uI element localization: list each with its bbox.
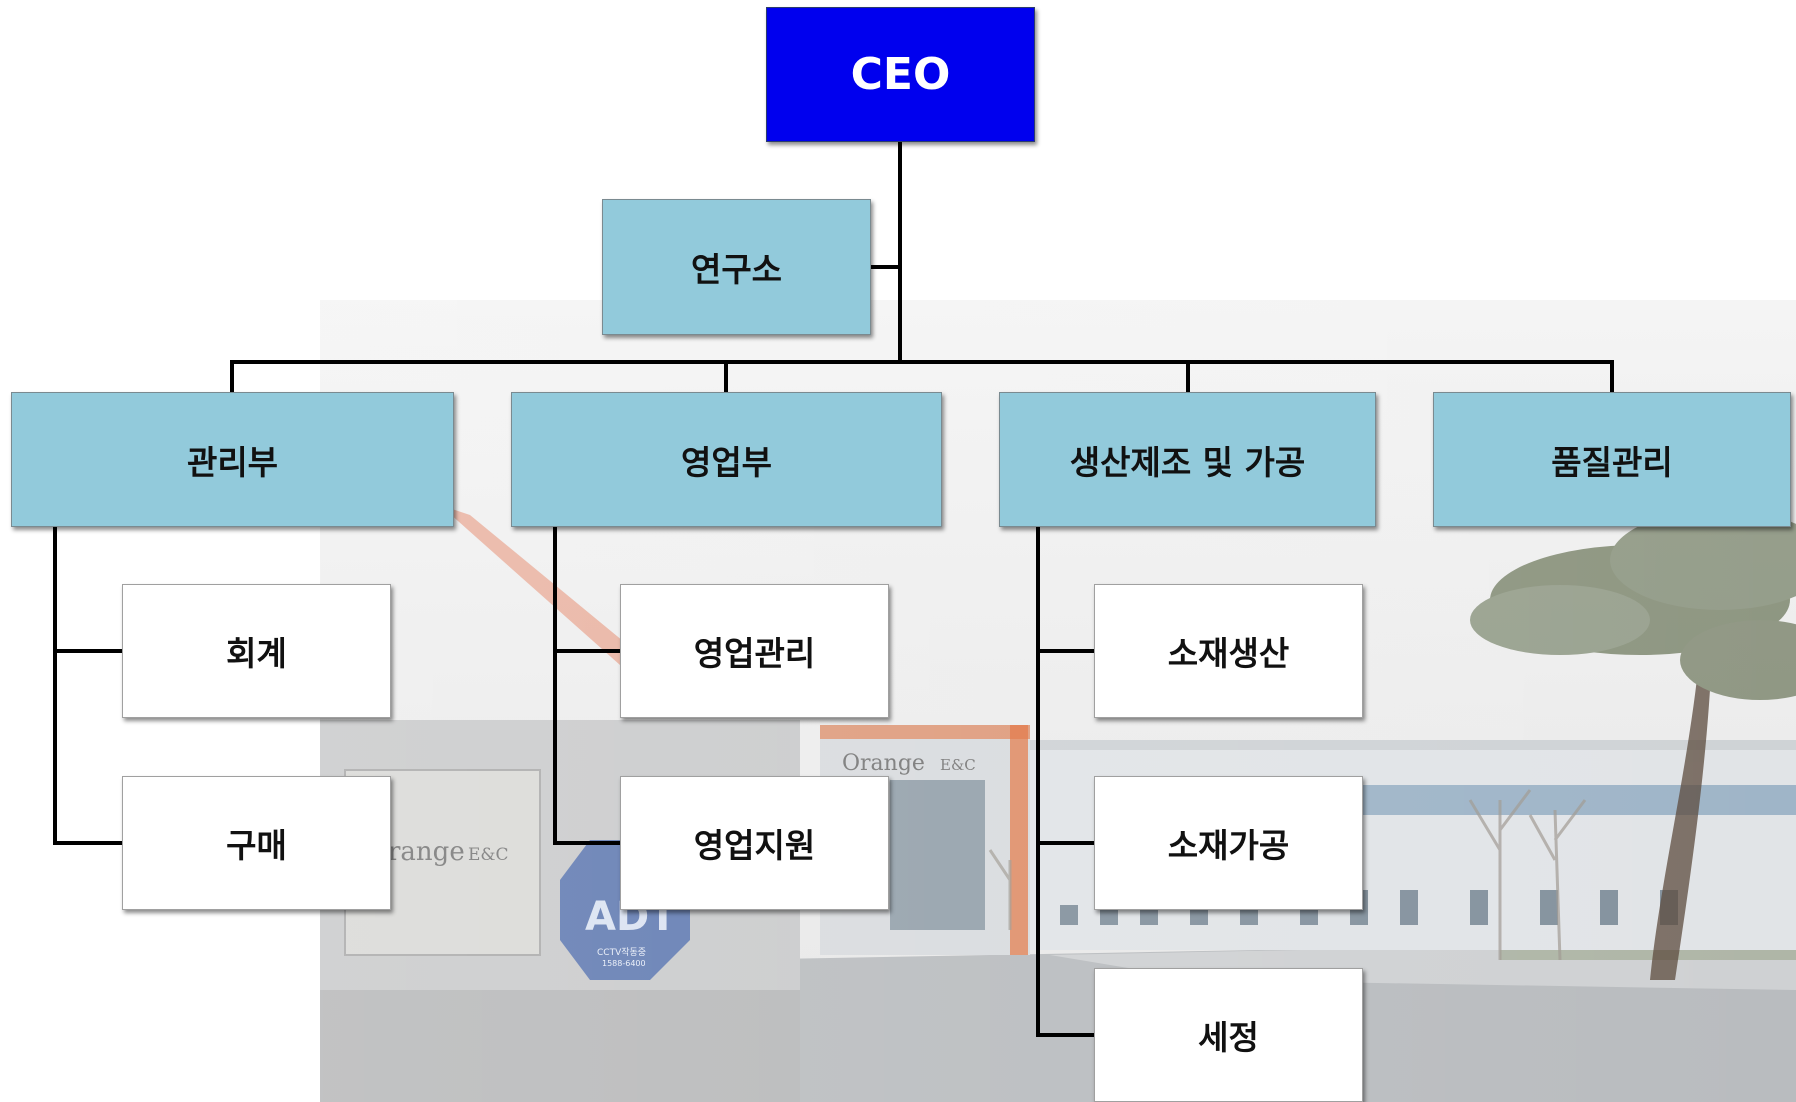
sub-node-sales-management: 영업관리 [620,584,889,718]
dept-node-sales: 영업부 [511,392,942,527]
dept-node-admin: 관리부 [11,392,454,527]
sub-label: 세정 [1198,1018,1259,1057]
sub-label: 영업관리 [693,634,816,673]
ceo-label: CEO [850,49,951,100]
sub-label: 구매 [226,826,287,865]
sub-node-material-production: 소재생산 [1094,584,1363,718]
dept-node-production: 생산제조 및 가공 [999,392,1376,527]
dept-label: 품질관리 [1551,442,1673,482]
sub-node-accounting: 회계 [122,584,391,718]
dept-node-quality: 품질관리 [1433,392,1791,527]
dept-label: 생산제조 및 가공 [1069,442,1306,482]
sub-label: 소재가공 [1167,826,1290,865]
sub-label: 소재생산 [1167,634,1290,673]
sub-node-sales-support: 영업지원 [620,776,889,910]
sub-node-material-processing: 소재가공 [1094,776,1363,910]
sub-node-purchasing: 구매 [122,776,391,910]
dept-label: 영업부 [680,442,773,482]
sub-label: 영업지원 [693,826,816,865]
sub-node-cleaning: 세정 [1094,968,1363,1102]
ceo-node: CEO [766,7,1035,142]
lab-label: 연구소 [690,250,783,289]
sub-label: 회계 [226,634,287,673]
lab-node: 연구소 [602,199,871,335]
dept-label: 관리부 [186,442,279,482]
